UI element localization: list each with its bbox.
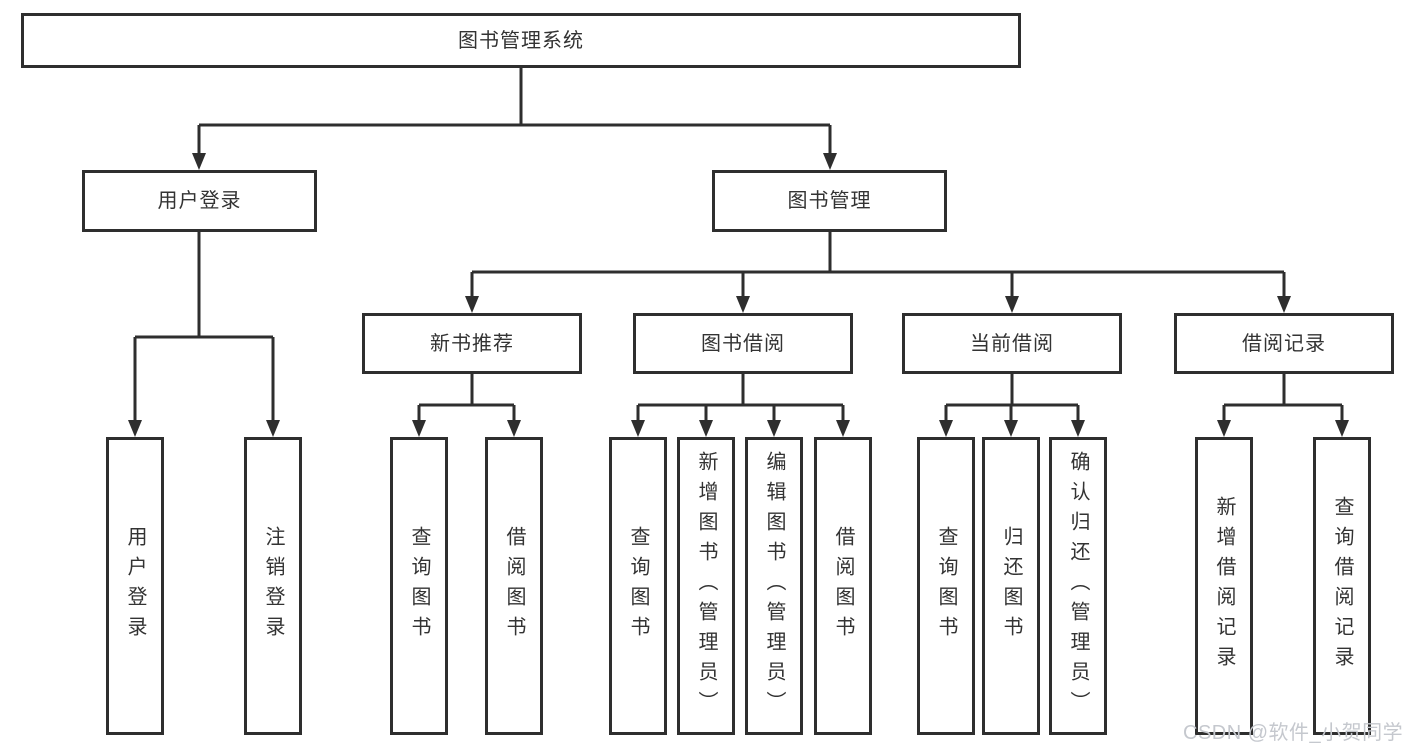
node-new-book-recommendation: 新书推荐 [362, 313, 582, 374]
node-current-borrowing: 当前借阅 [902, 313, 1122, 374]
node-borrow-books: 借阅图书 [814, 437, 872, 735]
node-query-books: 查询图书 [390, 437, 448, 735]
node-query-borrow-record: 查询借阅记录 [1313, 437, 1371, 735]
node-book-management: 图书管理 [712, 170, 947, 232]
node-add-borrow-record: 新增借阅记录 [1195, 437, 1253, 735]
node-user-login-leaf: 用户登录 [106, 437, 164, 735]
csdn-watermark: CSDN @软件_小贺同学 [1183, 722, 1404, 744]
node-logout-leaf: 注销登录 [244, 437, 302, 735]
node-borrowing-records: 借阅记录 [1174, 313, 1394, 374]
node-add-books-admin: 新增图书（管理员） [677, 437, 735, 735]
node-query-books: 查询图书 [917, 437, 975, 735]
node-book-borrowing: 图书借阅 [633, 313, 853, 374]
node-query-books: 查询图书 [609, 437, 667, 735]
node-confirm-return-admin: 确认归还（管理员） [1049, 437, 1107, 735]
node-borrow-books: 借阅图书 [485, 437, 543, 735]
node-library-management-system: 图书管理系统 [21, 13, 1021, 68]
node-return-books: 归还图书 [982, 437, 1040, 735]
node-edit-books-admin: 编辑图书（管理员） [745, 437, 803, 735]
node-user-login: 用户登录 [82, 170, 317, 232]
